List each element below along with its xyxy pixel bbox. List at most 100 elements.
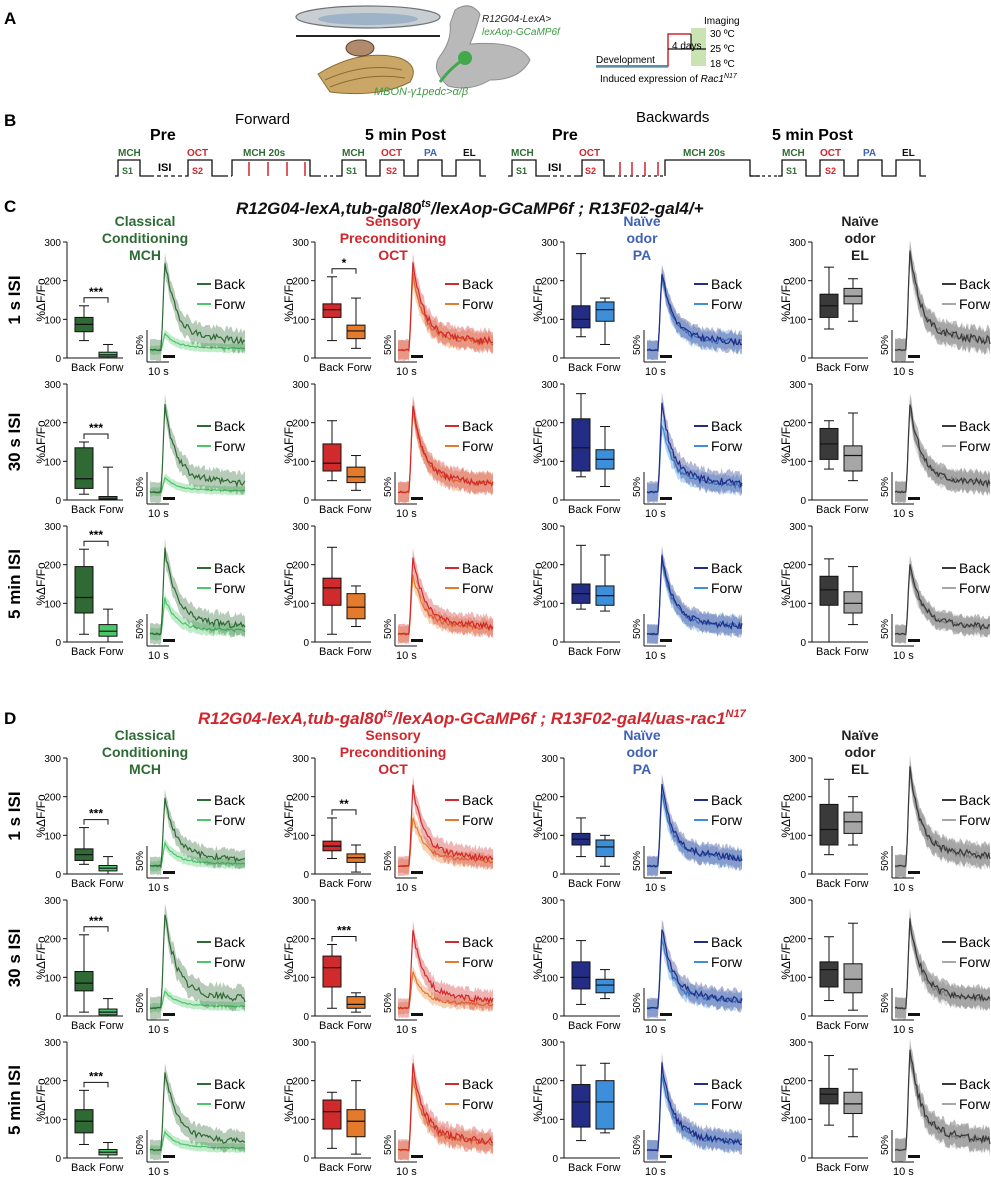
trace-back-sem-band xyxy=(647,264,742,361)
row-label-isi: 1 s ISI xyxy=(5,791,24,840)
x-tick-label-back: Back xyxy=(816,646,841,658)
y-axis-label: %ΔF/Fo xyxy=(34,420,48,464)
scale-bar-y-label: 50% xyxy=(135,1135,146,1155)
trace-back-line xyxy=(646,273,743,352)
backwards-mch: MCH xyxy=(511,148,534,159)
x-tick-label-forw: Forw xyxy=(844,504,869,516)
box-back xyxy=(74,971,94,992)
panel-letter-b: B xyxy=(4,111,16,130)
trace-forw-sem-band xyxy=(895,242,990,362)
column-header-line: odor xyxy=(844,230,876,246)
significance-stars: *** xyxy=(89,528,103,542)
trace-forw-line xyxy=(149,476,246,494)
y-tick-label: 200 xyxy=(292,935,309,946)
box-forw xyxy=(843,811,863,834)
legend-label-back: Back xyxy=(959,560,991,576)
y-tick-label: 0 xyxy=(303,1154,309,1165)
x-tick-label-forw: Forw xyxy=(99,1162,124,1174)
box-back xyxy=(819,803,839,846)
y-tick-label: 0 xyxy=(55,496,61,507)
legend-label-forw: Forw xyxy=(711,1096,743,1112)
box-back xyxy=(571,305,591,329)
x-tick-label-forw: Forw xyxy=(99,1020,124,1032)
trace-back-line xyxy=(894,918,991,1010)
trace-forw-line xyxy=(397,1076,494,1152)
legend-label-back: Back xyxy=(711,560,743,576)
trace-back-sem-band xyxy=(150,393,245,503)
trace-back-line xyxy=(149,1072,246,1152)
forward-pre-label: Pre xyxy=(150,127,176,144)
y-tick-label: 200 xyxy=(541,419,558,430)
imaging-label: Imaging xyxy=(704,16,740,27)
significance-stars: ** xyxy=(339,797,349,811)
y-tick-label: 0 xyxy=(800,638,806,649)
x-tick-label-back: Back xyxy=(568,1020,593,1032)
scale-bar-y-label: 50% xyxy=(632,477,643,497)
backwards-post-label: 5 min Post xyxy=(772,127,854,144)
x-tick-label-forw: Forw xyxy=(844,1162,869,1174)
box-forw xyxy=(595,301,615,322)
trace-forw-line xyxy=(646,1075,743,1152)
y-tick-label: 100 xyxy=(789,1115,806,1126)
stimulus-bar xyxy=(163,355,175,358)
significance-stars: *** xyxy=(89,1069,103,1083)
scale-bar-y-label: 50% xyxy=(135,619,146,639)
trace-back-line xyxy=(646,1062,743,1152)
stimulus-bar xyxy=(163,871,175,874)
legend-label-forw: Forw xyxy=(959,954,991,970)
trace-forw-sem-band xyxy=(647,1066,742,1160)
trace-forw-sem-band xyxy=(895,1043,990,1162)
legend-label-forw: Forw xyxy=(959,580,991,596)
stimulus-bar xyxy=(908,1155,920,1158)
y-tick-label: 0 xyxy=(800,354,806,365)
x-tick-label-back: Back xyxy=(319,362,344,374)
y-tick-label: 300 xyxy=(541,1038,558,1049)
box-back xyxy=(571,418,591,472)
backwards-pa: PA xyxy=(863,148,876,159)
column-header-line: OCT xyxy=(378,761,408,777)
box-back xyxy=(74,566,94,614)
temp-30-label: 30 ºC xyxy=(710,29,735,40)
stimulus-bar xyxy=(163,639,175,642)
legend-label-forw: Forw xyxy=(462,438,494,454)
scale-bar-x-label: 10 s xyxy=(893,882,914,894)
x-tick-label-back: Back xyxy=(568,362,593,374)
column-header-line: Naïve xyxy=(623,727,661,743)
scale-bar-x-label: 10 s xyxy=(396,508,417,520)
forward-post-s2: S2 xyxy=(386,166,397,176)
trace-back-line xyxy=(149,403,246,494)
legend-label-forw: Forw xyxy=(959,296,991,312)
column-header-line: Conditioning xyxy=(102,744,188,760)
column-header-line: Sensory xyxy=(365,727,420,743)
x-tick-label-forw: Forw xyxy=(99,646,124,658)
trace-back-sem-band xyxy=(647,774,742,877)
column-header-line: EL xyxy=(851,761,869,777)
trace-back-sem-band xyxy=(895,555,990,644)
stimulus-bar xyxy=(411,639,423,642)
scale-bar-y-label: 50% xyxy=(880,993,891,1013)
y-tick-label: 100 xyxy=(44,1115,61,1126)
significance-bracket xyxy=(83,1081,109,1088)
legend-label-back: Back xyxy=(462,934,494,950)
column-header-line: Sensory xyxy=(365,213,420,229)
box-back xyxy=(819,1087,839,1105)
significance-bracket xyxy=(83,819,109,825)
y-tick-label: 300 xyxy=(541,380,558,391)
x-tick-label-back: Back xyxy=(816,504,841,516)
trace-back-sem-band xyxy=(895,907,990,1020)
y-tick-label: 100 xyxy=(44,315,61,326)
y-tick-label: 100 xyxy=(292,457,309,468)
temp-18-label: 18 ºC xyxy=(710,59,735,70)
column-header-line: odor xyxy=(626,230,658,246)
legend-label-back: Back xyxy=(462,276,494,292)
trace-back-sem-band xyxy=(895,394,990,504)
legend-label-forw: Forw xyxy=(711,954,743,970)
stimulus-bar xyxy=(411,871,423,874)
y-tick-label: 200 xyxy=(789,793,806,804)
legend-label-forw: Forw xyxy=(959,1096,991,1112)
